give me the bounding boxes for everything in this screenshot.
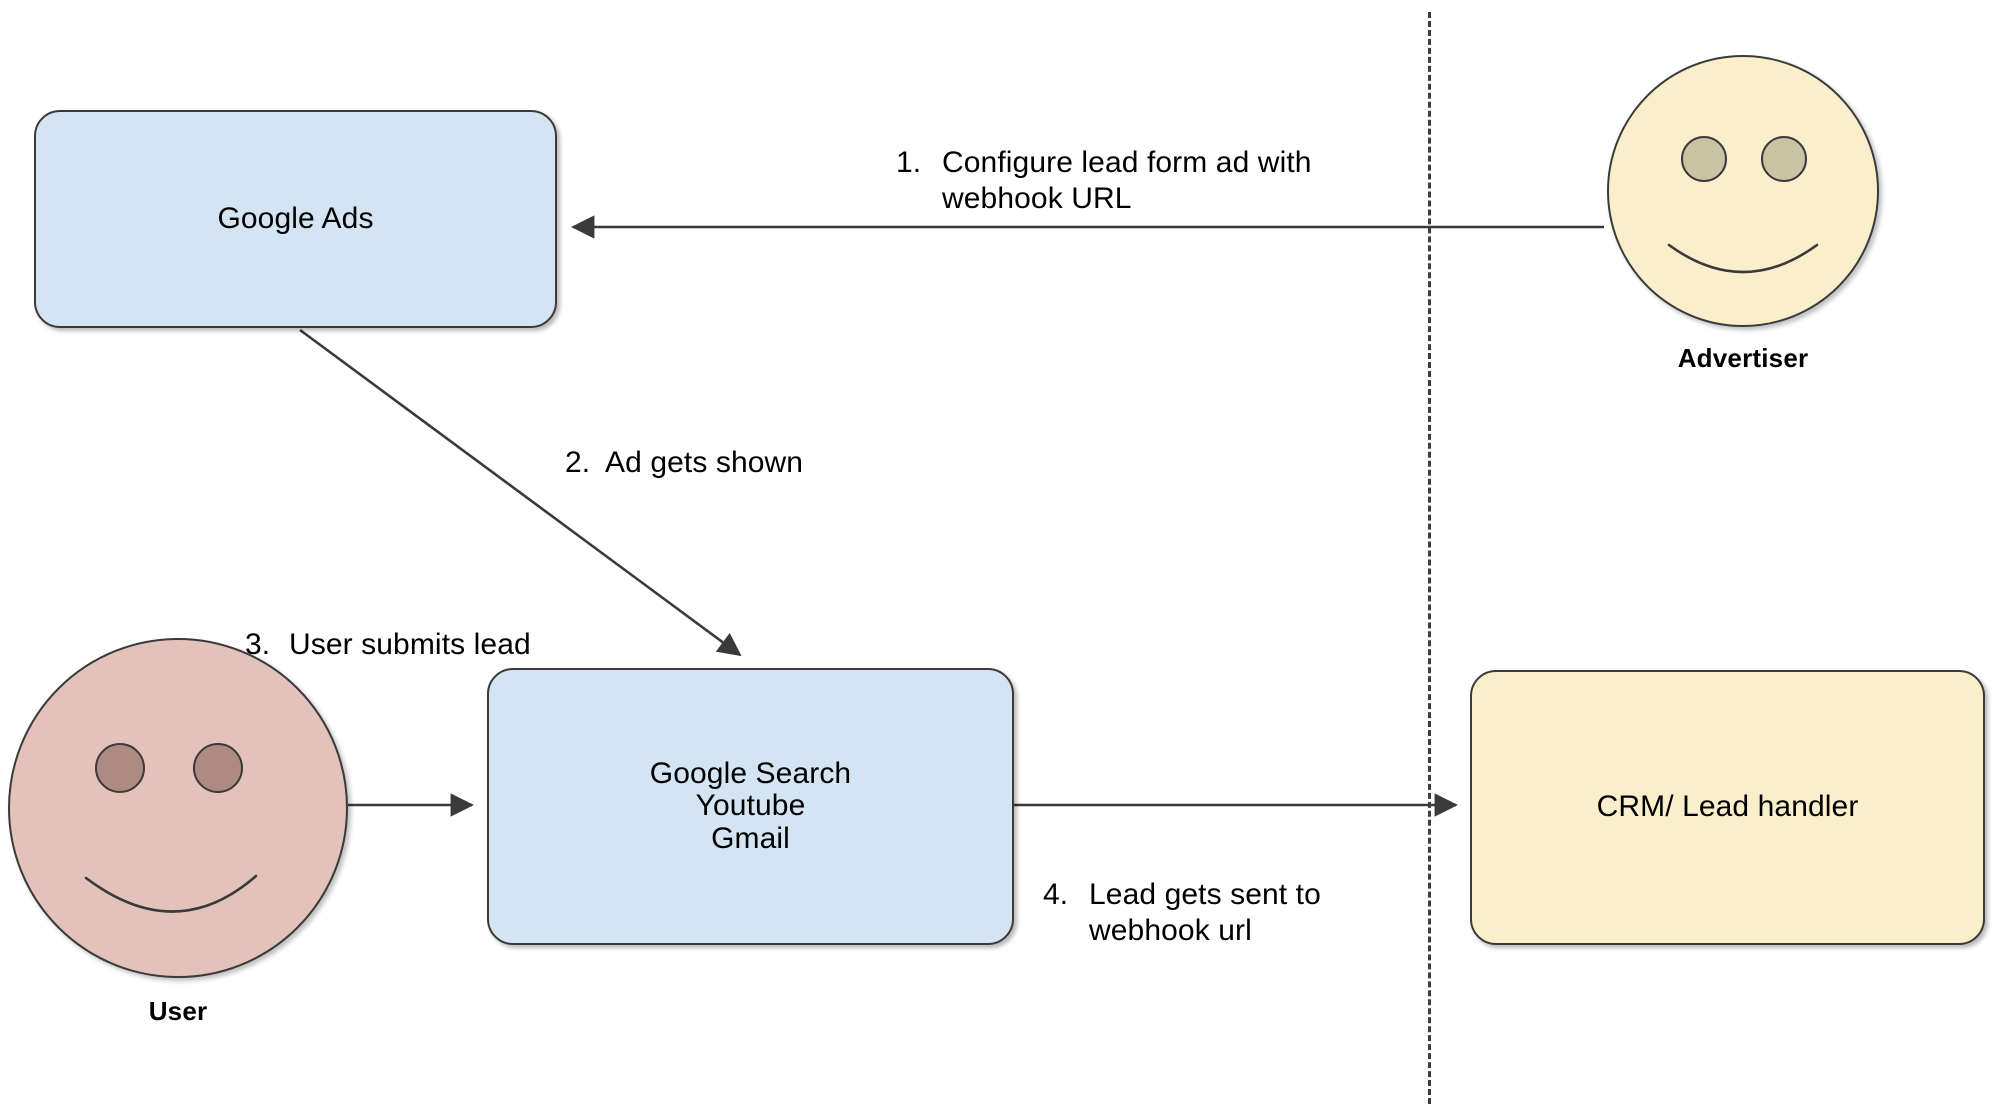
step-2-label: 2. Ad gets shown [565,408,965,481]
actor-advertiser-label: Advertiser [1677,343,1809,373]
node-crm-lead-handler-label: CRM/ Lead handler [1596,790,1859,824]
node-google-ads[interactable]: Google Ads [34,110,557,328]
step-4-text: Lead gets sent to webhook url [1089,877,1321,948]
actor-user[interactable]: User [8,638,348,1058]
actor-advertiser[interactable]: Advertiser [1607,55,1879,395]
node-crm-lead-handler[interactable]: CRM/ Lead handler [1470,670,1985,945]
step-4-number: 4. [1043,877,1069,911]
step-3-label: 3. User submits lead [245,590,665,663]
step-1-number: 1. [896,145,922,179]
step-3-text: User submits lead [289,627,531,661]
step-3-number: 3. [245,627,271,661]
step-4-label: 4. Lead gets sent to webhook url [1043,840,1423,950]
actor-user-label: User [148,996,208,1026]
step-1-text: Configure lead form ad with webhook URL [942,145,1312,216]
node-google-ads-label: Google Ads [217,201,374,235]
advertiser-left-eye-icon [1681,136,1727,182]
node-google-properties-label: Google Search Youtube Gmail [649,756,852,855]
user-face-circle [8,638,348,978]
step-2-number: 2. [565,445,591,479]
advertiser-face-circle [1607,55,1879,327]
advertiser-right-eye-icon [1761,136,1807,182]
step-1-label: 1. Configure lead form ad with webhook UR… [896,108,1416,218]
advertiser-face-features [1667,136,1819,274]
step-2-text: Ad gets shown [605,445,804,479]
boundary-divider [1428,12,1431,1104]
user-left-eye-icon [95,743,145,793]
advertiser-smile-icon [1667,243,1819,274]
user-right-eye-icon [193,743,243,793]
node-google-properties[interactable]: Google Search Youtube Gmail [487,668,1014,945]
user-face-features [84,743,258,913]
user-smile-icon [84,874,258,913]
